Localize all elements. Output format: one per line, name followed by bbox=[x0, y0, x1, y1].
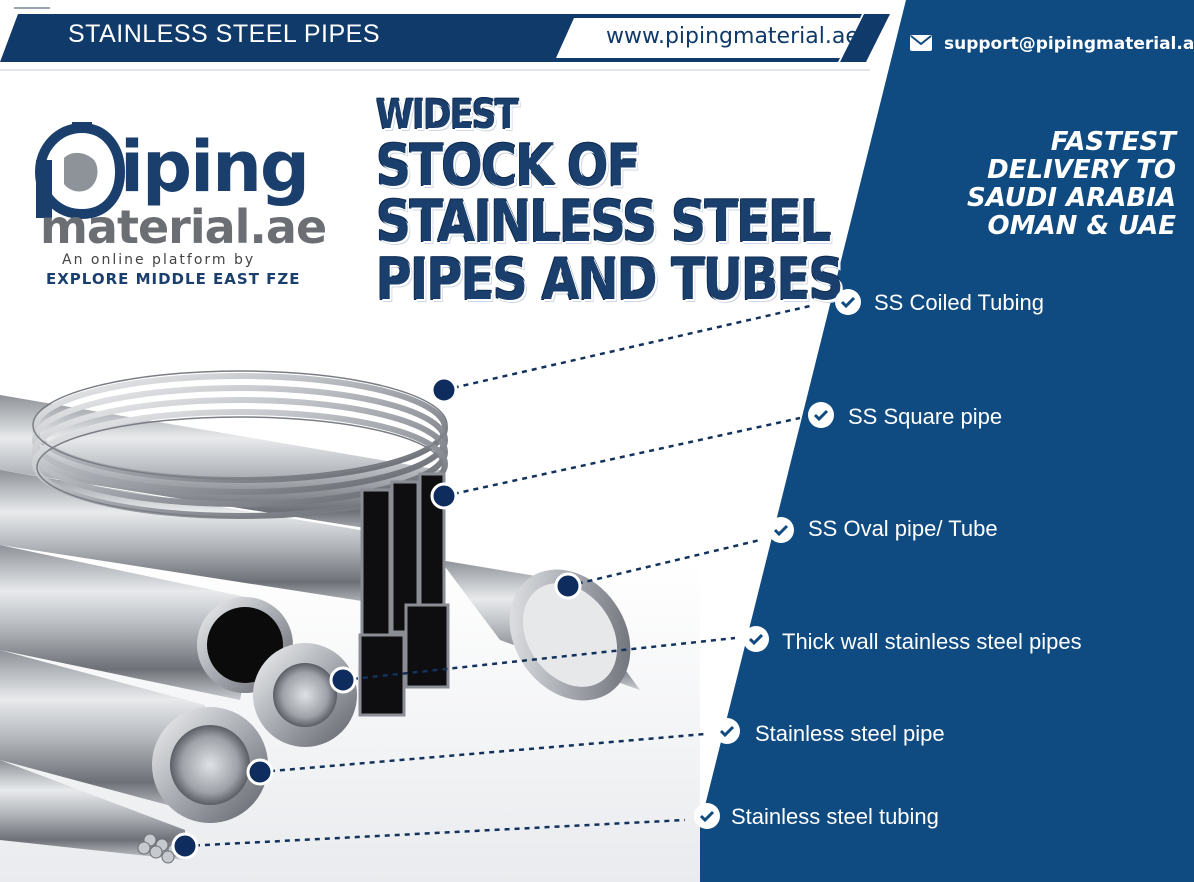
marker-thick bbox=[329, 666, 357, 694]
product-coiled-tubing: SS Coiled Tubing bbox=[874, 290, 1044, 315]
promo-line-3: SAUDI ARABIA bbox=[967, 183, 1176, 213]
check-icon bbox=[768, 517, 794, 543]
marker-coiled bbox=[430, 376, 458, 404]
website-link[interactable]: www.pipingmaterial.ae bbox=[606, 24, 859, 49]
headline-line-3: STAINLESS STEEL bbox=[376, 189, 831, 255]
promo-line-1: FASTEST bbox=[1050, 127, 1176, 157]
header-title: STAINLESS STEEL PIPES bbox=[68, 20, 381, 48]
product-stainless-tubing: Stainless steel tubing bbox=[731, 804, 939, 829]
promo-line-2: DELIVERY TO bbox=[987, 155, 1176, 185]
logo-wordmark-material: material.ae bbox=[40, 200, 327, 254]
headline-line-4: PIPES AND TUBES bbox=[376, 247, 844, 313]
check-icon bbox=[835, 289, 861, 315]
logo-wordmark-piping: iping bbox=[120, 126, 310, 208]
check-icon bbox=[743, 626, 769, 652]
promo-line-4: OMAN & UAE bbox=[987, 211, 1176, 241]
marker-square bbox=[430, 482, 458, 510]
email-link[interactable]: support@pipingmaterial.ae bbox=[944, 34, 1194, 54]
header-band-light bbox=[556, 18, 868, 58]
mail-icon bbox=[910, 35, 932, 51]
logo-company: EXPLORE MIDDLE EAST FZE bbox=[46, 270, 301, 288]
check-icon bbox=[808, 402, 834, 428]
header-accent bbox=[840, 14, 890, 62]
product-square-pipe: SS Square pipe bbox=[848, 404, 1003, 429]
check-icon bbox=[694, 803, 720, 829]
delivery-promo: FASTEST DELIVERY TO SAUDI ARABIA OMAN & … bbox=[916, 128, 1176, 240]
product-stainless-pipe: Stainless steel pipe bbox=[755, 721, 945, 746]
product-thick-wall-pipes: Thick wall stainless steel pipes bbox=[782, 629, 1082, 654]
product-oval-pipe: SS Oval pipe/ Tube bbox=[808, 516, 998, 541]
marker-pipe bbox=[246, 758, 274, 786]
headline-line-1: WIDEST bbox=[376, 92, 518, 138]
marker-oval bbox=[554, 572, 582, 600]
headline-line-2: STOCK OF bbox=[376, 133, 641, 199]
blue-panel bbox=[686, 0, 1194, 882]
logo-drop-icon bbox=[34, 122, 126, 220]
check-icon bbox=[714, 718, 740, 744]
marker-tubing bbox=[171, 832, 199, 860]
logo-tagline: An online platform by bbox=[62, 252, 256, 268]
